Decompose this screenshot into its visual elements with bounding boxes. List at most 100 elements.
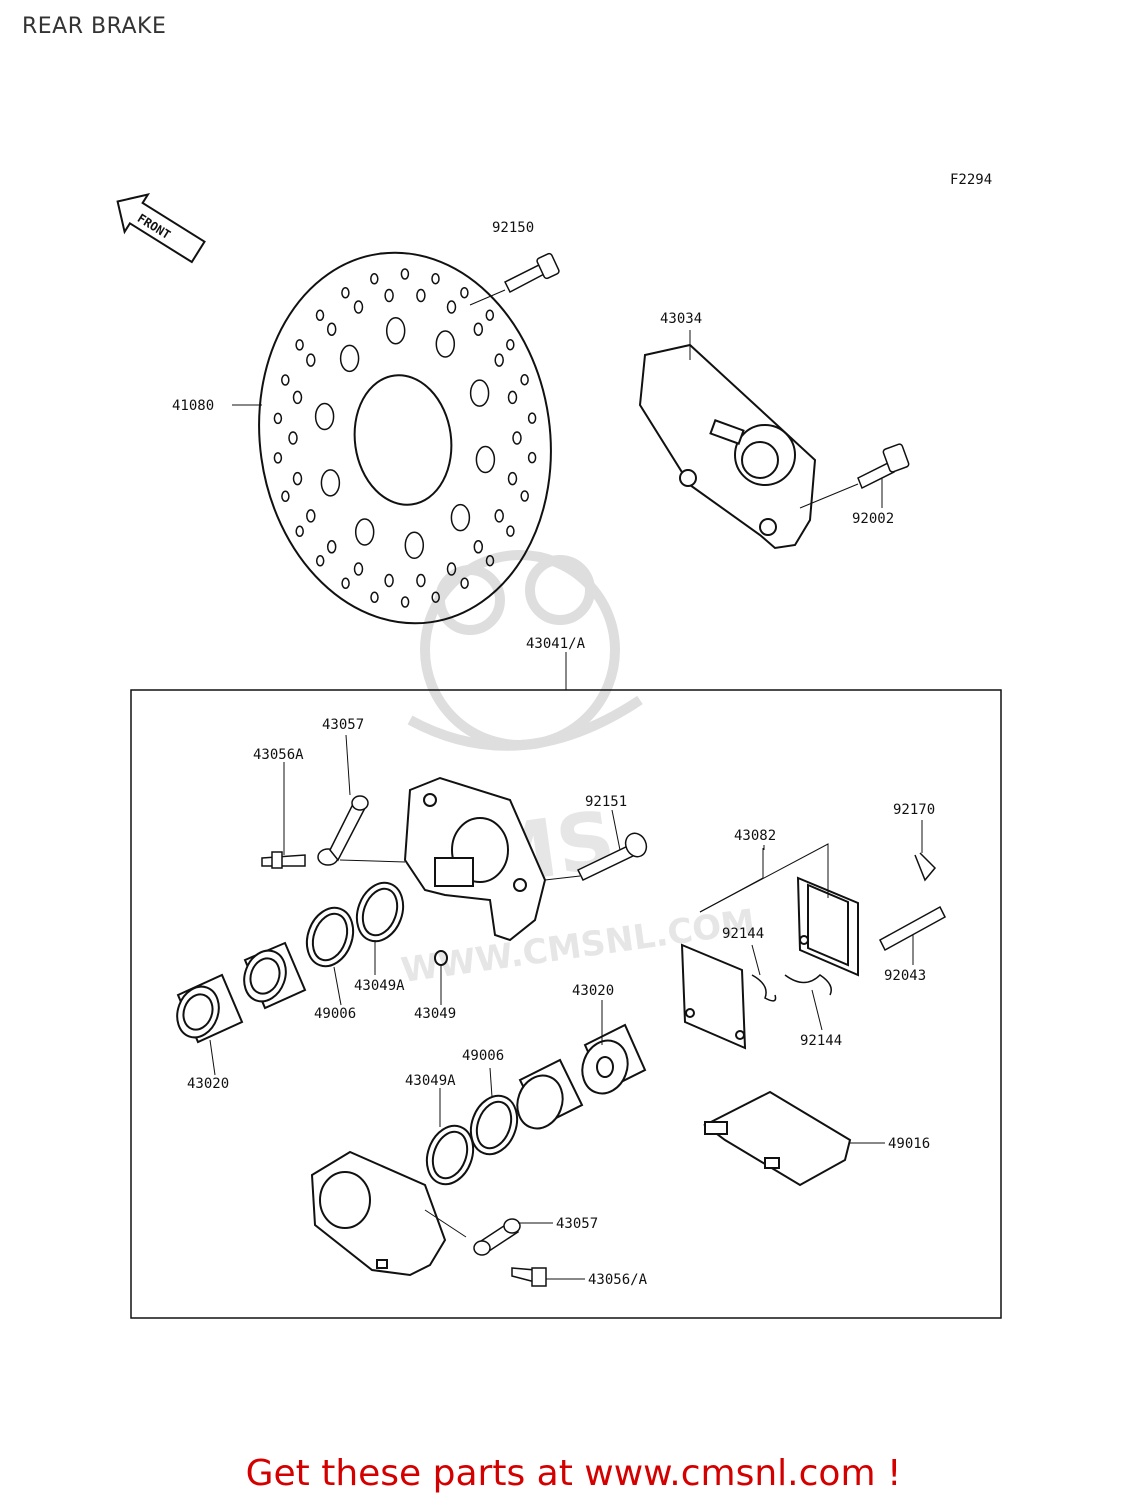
label-43082: 43082 (734, 828, 776, 844)
disc-hole (507, 390, 518, 405)
label-43041a: 43041/A (526, 636, 586, 652)
disc-hole (306, 509, 316, 523)
piston-right (516, 1023, 647, 1130)
pad-pin (879, 905, 946, 952)
label-41080: 41080 (172, 398, 214, 414)
disc-hole (314, 402, 335, 431)
disc-hole (384, 573, 394, 588)
disc-hole (273, 412, 283, 425)
label-43056a-upper: 43056A (253, 747, 304, 763)
disc-hole (446, 300, 457, 314)
disc-hole (431, 272, 440, 285)
bleeder-screw-upper (261, 851, 306, 869)
disc-bolt (503, 252, 560, 294)
disc-hole (431, 591, 440, 603)
disc-hole (494, 353, 504, 367)
label-49006-upper: 49006 (314, 1006, 356, 1022)
bleeder-screw-lower (511, 1267, 547, 1287)
label-92151: 92151 (585, 794, 627, 810)
disc-hole (295, 339, 304, 351)
label-43049a-upper: 43049A (354, 978, 405, 994)
disc-hole (507, 471, 518, 486)
disc-hole (353, 300, 364, 314)
disc-hole (326, 322, 337, 336)
disc-hole (281, 490, 290, 503)
disc-hole (315, 309, 325, 322)
disc-hole (326, 540, 337, 554)
disc-hole (416, 573, 426, 588)
disc-hole (520, 490, 529, 502)
bleeder-cap-upper (317, 795, 369, 866)
disc-hole (306, 353, 316, 367)
disc-hole (475, 445, 496, 474)
brake-pads (680, 876, 859, 1050)
disc-hole (473, 540, 484, 554)
page-title: REAR BRAKE (22, 14, 167, 39)
disc-hole (460, 286, 469, 299)
watermark-logo (407, 550, 643, 751)
disc-hole (281, 374, 290, 386)
disc-hole (416, 288, 426, 303)
disc-hole (273, 452, 283, 464)
disc-hole (469, 379, 490, 407)
label-92150: 92150 (492, 220, 534, 236)
disc-hole (400, 268, 410, 280)
disc-hole (292, 471, 303, 486)
disc-hole (292, 390, 303, 405)
disc-hole (460, 577, 469, 589)
disc-hole (354, 518, 375, 546)
label-43057-lower: 43057 (556, 1216, 598, 1232)
label-43020-left: 43020 (187, 1076, 229, 1092)
disc-hole (527, 451, 537, 464)
label-43034: 43034 (660, 311, 702, 327)
disc-hole (404, 531, 425, 560)
label-92144-lower: 92144 (800, 1033, 842, 1049)
disc-hole (295, 525, 304, 538)
figure-code: F2294 (950, 172, 992, 188)
disc-hole (450, 503, 471, 532)
disc-hole (485, 554, 495, 567)
caliper-bracket (638, 343, 817, 550)
piston-left-2 (176, 973, 244, 1044)
disc-hole (494, 509, 504, 523)
disc-hole (370, 591, 379, 604)
disc-hole (353, 562, 364, 576)
pad-springs (751, 974, 832, 1002)
label-49006-lower: 49006 (462, 1048, 504, 1064)
brake-disc (258, 251, 552, 625)
disc-hole (320, 469, 341, 497)
disc-hole (385, 316, 406, 345)
disc-hole (435, 330, 456, 358)
label-92144-upper: 92144 (722, 926, 764, 942)
caliper-body-upper (403, 776, 547, 942)
label-49016: 49016 (888, 1136, 930, 1152)
disc-hole (506, 338, 515, 351)
disc-hole (384, 288, 394, 303)
front-arrow-icon: FRONT (116, 192, 206, 264)
disc-hole (485, 309, 495, 321)
pad-spring-plate (703, 1090, 852, 1187)
disc-hole (446, 562, 457, 576)
disc-hole (520, 373, 529, 386)
label-43057-upper: 43057 (322, 717, 364, 733)
disc-hole (370, 273, 379, 285)
disc-hole (315, 555, 325, 567)
label-92170: 92170 (893, 802, 935, 818)
leader-lines (209, 330, 923, 1280)
bracket-bolt (857, 443, 910, 490)
disc-hole (341, 577, 350, 590)
retaining-clip (914, 852, 937, 882)
disc-hole (473, 322, 484, 336)
part-labels: 92150 41080 43034 92002 43041/A 43057 43… (172, 220, 935, 1288)
piston-left-1 (243, 941, 307, 1010)
disc-hole (400, 596, 410, 608)
label-92002: 92002 (852, 511, 894, 527)
piston-seals-right (425, 1094, 519, 1186)
disc-hole (506, 525, 515, 537)
disc-hole (341, 287, 350, 299)
disc-hole (527, 412, 537, 424)
promo-link[interactable]: Get these parts at www.cmsnl.com ! (245, 1453, 902, 1494)
label-43049: 43049 (414, 1006, 456, 1022)
label-92043: 92043 (884, 968, 926, 984)
